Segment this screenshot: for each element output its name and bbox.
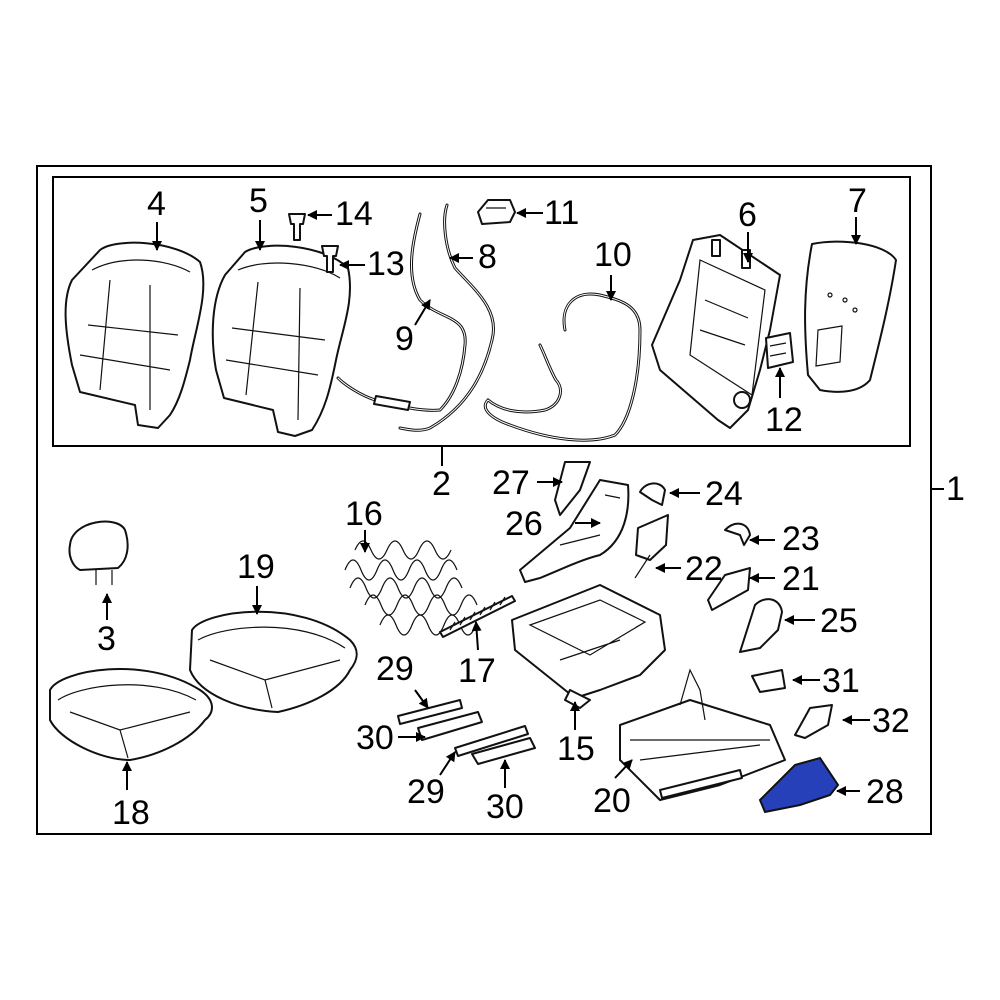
callout-28: 28 <box>866 773 904 811</box>
seatback-cover-part[interactable] <box>64 241 205 429</box>
callout-32: 32 <box>872 702 910 740</box>
callout-3: 3 <box>97 620 116 658</box>
switch-12-part[interactable] <box>765 332 794 369</box>
callout-19: 19 <box>237 548 275 586</box>
rail-29-lower-part[interactable] <box>454 725 529 757</box>
wire-harness-8-part[interactable] <box>398 203 495 432</box>
clip-14-part[interactable] <box>288 213 306 241</box>
callout-2: 2 <box>432 465 451 503</box>
callout-4: 4 <box>147 185 166 223</box>
callout-11: 11 <box>544 194 579 232</box>
back-panel-part[interactable] <box>804 240 897 393</box>
outer-frame <box>36 165 932 835</box>
callout-27: 27 <box>492 464 530 502</box>
callout-31: 31 <box>822 662 860 700</box>
callout-29-lower: 29 <box>407 773 445 811</box>
spring-set-part[interactable] <box>344 540 478 636</box>
callout-15: 15 <box>557 730 595 768</box>
callout-labels: 1 2 3 4 5 6 7 8 9 10 11 12 13 14 15 16 1… <box>97 182 965 832</box>
cover-25-part[interactable] <box>739 598 783 653</box>
bracket-11-part[interactable] <box>477 199 516 225</box>
bracket-22-part[interactable] <box>634 514 669 579</box>
seatback-group-frame <box>52 176 911 447</box>
seat-pad-part[interactable] <box>189 610 358 713</box>
trim-27-part[interactable] <box>554 461 591 516</box>
callout-9: 9 <box>395 320 414 358</box>
bracket-21-part[interactable] <box>707 567 751 611</box>
callout-17: 17 <box>458 652 496 690</box>
wire-harness-9-part[interactable] <box>336 212 467 412</box>
headrest-part[interactable] <box>68 520 129 585</box>
callout-5: 5 <box>249 182 268 220</box>
callout-30-lower: 30 <box>486 788 524 826</box>
callout-1: 1 <box>946 470 965 508</box>
callout-6: 6 <box>738 196 757 234</box>
seat-track-part[interactable] <box>619 668 786 801</box>
callout-18: 18 <box>112 794 150 832</box>
callout-14: 14 <box>335 195 373 233</box>
bracket-24-part[interactable] <box>639 482 666 506</box>
rail-29-upper-part[interactable] <box>397 699 463 725</box>
callout-16: 16 <box>345 495 383 533</box>
rail-30-lower-part[interactable] <box>471 737 536 765</box>
callout-20: 20 <box>593 782 631 820</box>
callout-13: 13 <box>367 245 405 283</box>
cover-32-part[interactable] <box>794 704 833 739</box>
callout-7: 7 <box>848 182 867 220</box>
seat-frame-part[interactable] <box>511 584 666 709</box>
seatback-pad-part[interactable] <box>211 244 352 437</box>
cover-28-highlighted-part[interactable] <box>758 756 840 814</box>
callout-29-upper: 29 <box>376 650 414 688</box>
callout-26: 26 <box>505 505 543 543</box>
clip-13-part[interactable] <box>321 245 339 273</box>
bracket-23-part[interactable] <box>724 522 751 546</box>
leader-lines <box>102 208 870 796</box>
seat-cover-part[interactable] <box>49 668 213 761</box>
cable-10-part[interactable] <box>483 292 642 442</box>
seatback-frame-part[interactable] <box>651 234 781 429</box>
callout-22: 22 <box>685 550 723 588</box>
callout-21: 21 <box>782 560 820 598</box>
callout-30-upper: 30 <box>356 719 394 757</box>
callout-8: 8 <box>478 238 497 276</box>
callout-10: 10 <box>594 236 632 274</box>
callout-25: 25 <box>820 602 858 640</box>
callout-12: 12 <box>765 401 803 439</box>
rod-17-part[interactable] <box>439 595 516 638</box>
callout-23: 23 <box>782 520 820 558</box>
side-cover-26-part[interactable] <box>519 479 630 583</box>
callout-24: 24 <box>705 475 743 513</box>
cover-31-part[interactable] <box>751 669 786 693</box>
